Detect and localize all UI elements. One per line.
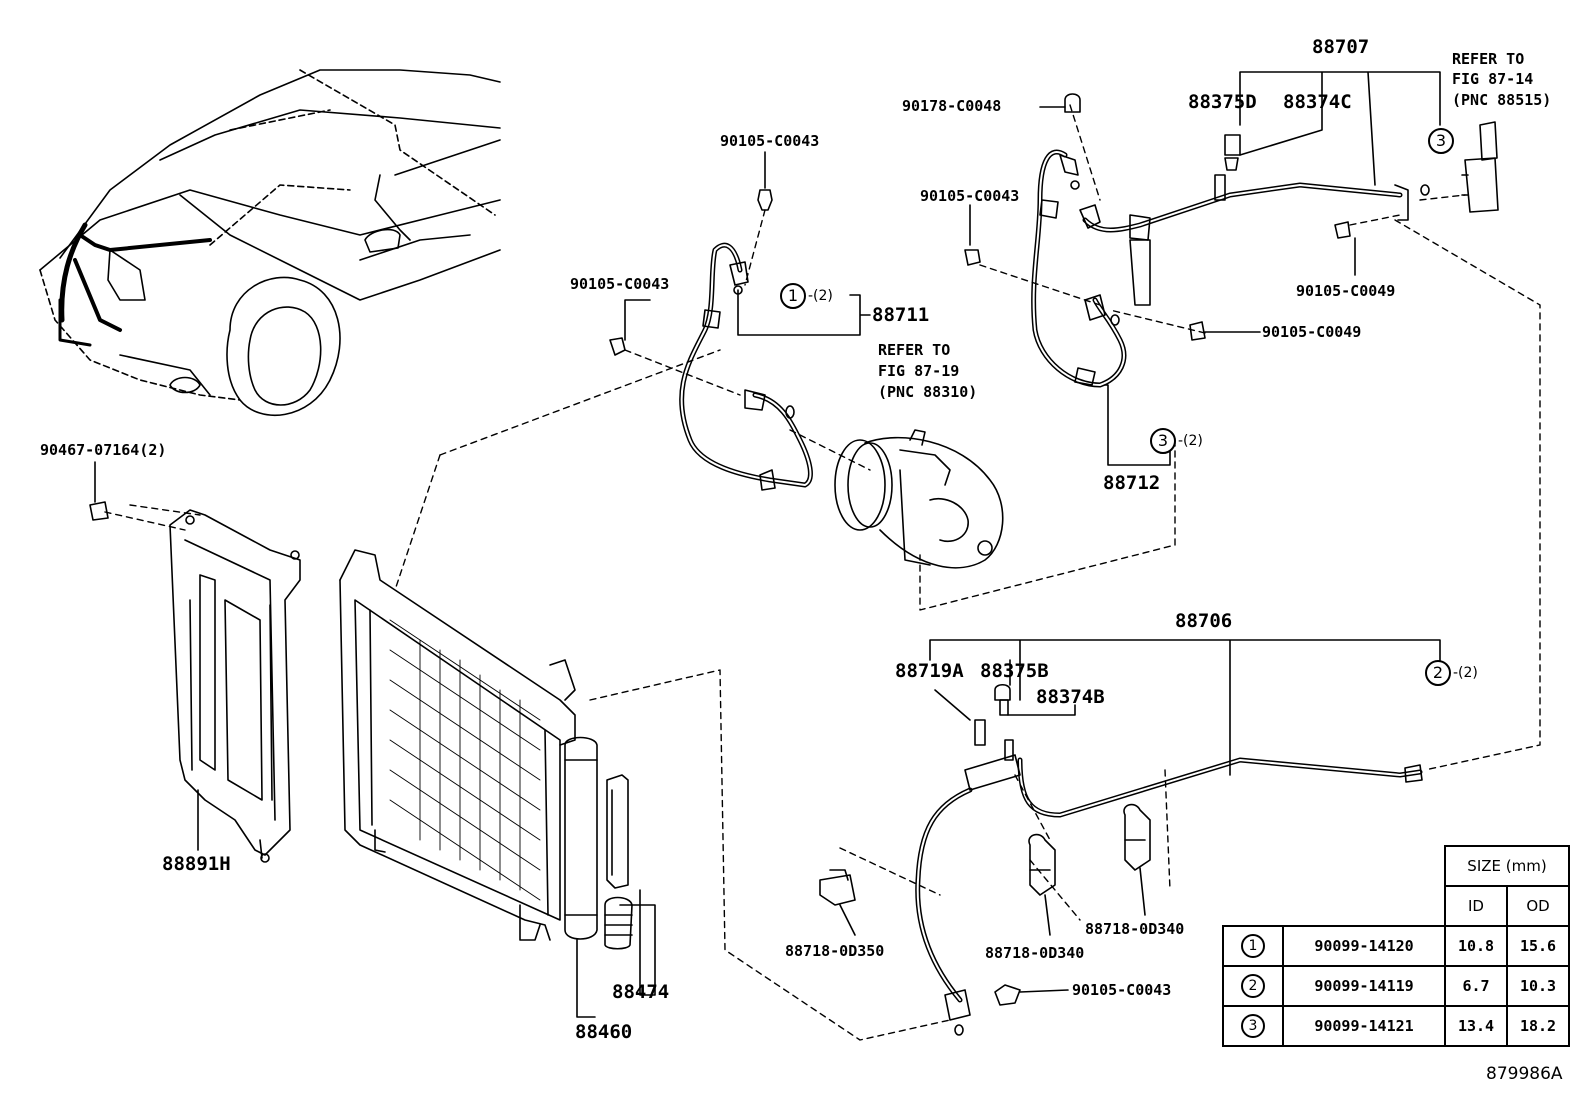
- table-row: 3 90099-14121 13.4 18.2: [1222, 1005, 1570, 1047]
- label-90105-c0049-center: 90105-C0049: [1262, 323, 1362, 341]
- label-88374c: 88374C: [1283, 91, 1352, 113]
- table-row: 1 90099-14120 10.8 15.6: [1222, 925, 1570, 967]
- label-88719a: 88719A: [895, 660, 964, 682]
- refer-fig-87-14-line3: (PNC 88515): [1452, 91, 1552, 109]
- expansion-valve: [1461, 121, 1499, 213]
- receiver-drier: [564, 736, 598, 940]
- circle-3-mid: 3: [1150, 428, 1176, 454]
- tube-88706: [915, 683, 1423, 1036]
- label-88375d: 88375D: [1188, 91, 1257, 113]
- condenser-88460: [339, 549, 576, 941]
- label-88718-0d350: 88718-0D350: [785, 942, 885, 960]
- label-88374b: 88374B: [1036, 686, 1105, 708]
- label-88711: 88711: [872, 304, 930, 326]
- row-mark: 1: [1241, 934, 1265, 958]
- clamp-88718-0d340-b: [1123, 803, 1151, 871]
- refer-fig-87-19-line1: REFER TO: [878, 341, 951, 359]
- row-id: 13.4: [1444, 1005, 1508, 1047]
- label-90105-c0043-top: 90105-C0043: [720, 132, 820, 150]
- bolt-icons: [89, 93, 1351, 1006]
- qty-circle-2: -(2): [1453, 665, 1478, 681]
- label-90105-c0043-left: 90105-C0043: [570, 275, 670, 293]
- row-part: 90099-14121: [1282, 1005, 1446, 1047]
- refer-fig-87-19-line3: (PNC 88310): [878, 383, 978, 401]
- row-id: 10.8: [1444, 925, 1508, 967]
- row-mark: 2: [1241, 974, 1265, 998]
- row-mark: 3: [1241, 1014, 1265, 1038]
- hose-88711: [679, 242, 813, 491]
- hose-88712: [1031, 149, 1127, 388]
- compressor: [834, 429, 1004, 569]
- connector-lines: [104, 104, 1541, 1041]
- row-part: 90099-14119: [1282, 965, 1446, 1007]
- figure-id: 879986A: [1486, 1064, 1563, 1084]
- refer-fig-87-19-line2: FIG 87-19: [878, 362, 960, 380]
- label-90467-07164: 90467-07164(2): [40, 441, 167, 459]
- qty-circle-3: -(2): [1178, 433, 1203, 449]
- leader-lines: [94, 71, 1441, 1018]
- row-id: 6.7: [1444, 965, 1508, 1007]
- size-header: SIZE (mm): [1444, 845, 1570, 887]
- label-88718-0d340-right: 88718-0D340: [1085, 920, 1185, 938]
- refer-fig-87-14-line1: REFER TO: [1452, 50, 1525, 68]
- label-88707: 88707: [1312, 36, 1370, 58]
- row-part: 90099-14120: [1282, 925, 1446, 967]
- label-88474: 88474: [612, 981, 670, 1003]
- row-od: 18.2: [1506, 1005, 1570, 1047]
- label-88891h: 88891H: [162, 853, 231, 875]
- label-90105-c0043-bottom: 90105-C0043: [1072, 981, 1172, 999]
- circle-3-top: 3: [1428, 128, 1454, 154]
- oring-size-table: SIZE (mm) ID OD 1 90099-14120 10.8 15.6 …: [1222, 845, 1570, 1047]
- label-88706: 88706: [1175, 610, 1233, 632]
- vehicle-outline: [39, 69, 501, 417]
- clamp-88718-0d350: [819, 869, 856, 906]
- label-90178-c0048: 90178-C0048: [902, 97, 1002, 115]
- row-od: 15.6: [1506, 925, 1570, 967]
- table-row: 2 90099-14119 6.7 10.3: [1222, 965, 1570, 1007]
- label-88460: 88460: [575, 1021, 633, 1043]
- clamp-88718-0d340-a: [1028, 833, 1056, 896]
- qty-circle-1: -(2): [808, 288, 833, 304]
- label-88375b: 88375B: [980, 660, 1049, 682]
- radiator-side-panel-88891h: [169, 509, 301, 863]
- col-od: OD: [1506, 885, 1570, 927]
- desiccant-88474: [604, 774, 633, 950]
- refer-fig-87-14-line2: FIG 87-14: [1452, 70, 1534, 88]
- label-88718-0d340-left: 88718-0D340: [985, 944, 1085, 962]
- label-90105-c0049-right: 90105-C0049: [1296, 282, 1396, 300]
- circle-1: 1: [780, 283, 806, 309]
- label-88712: 88712: [1103, 472, 1161, 494]
- circle-2: 2: [1425, 660, 1451, 686]
- col-id: ID: [1444, 885, 1508, 927]
- row-od: 10.3: [1506, 965, 1570, 1007]
- tube-88707: [1079, 174, 1430, 306]
- label-90105-c0043-mid: 90105-C0043: [920, 187, 1020, 205]
